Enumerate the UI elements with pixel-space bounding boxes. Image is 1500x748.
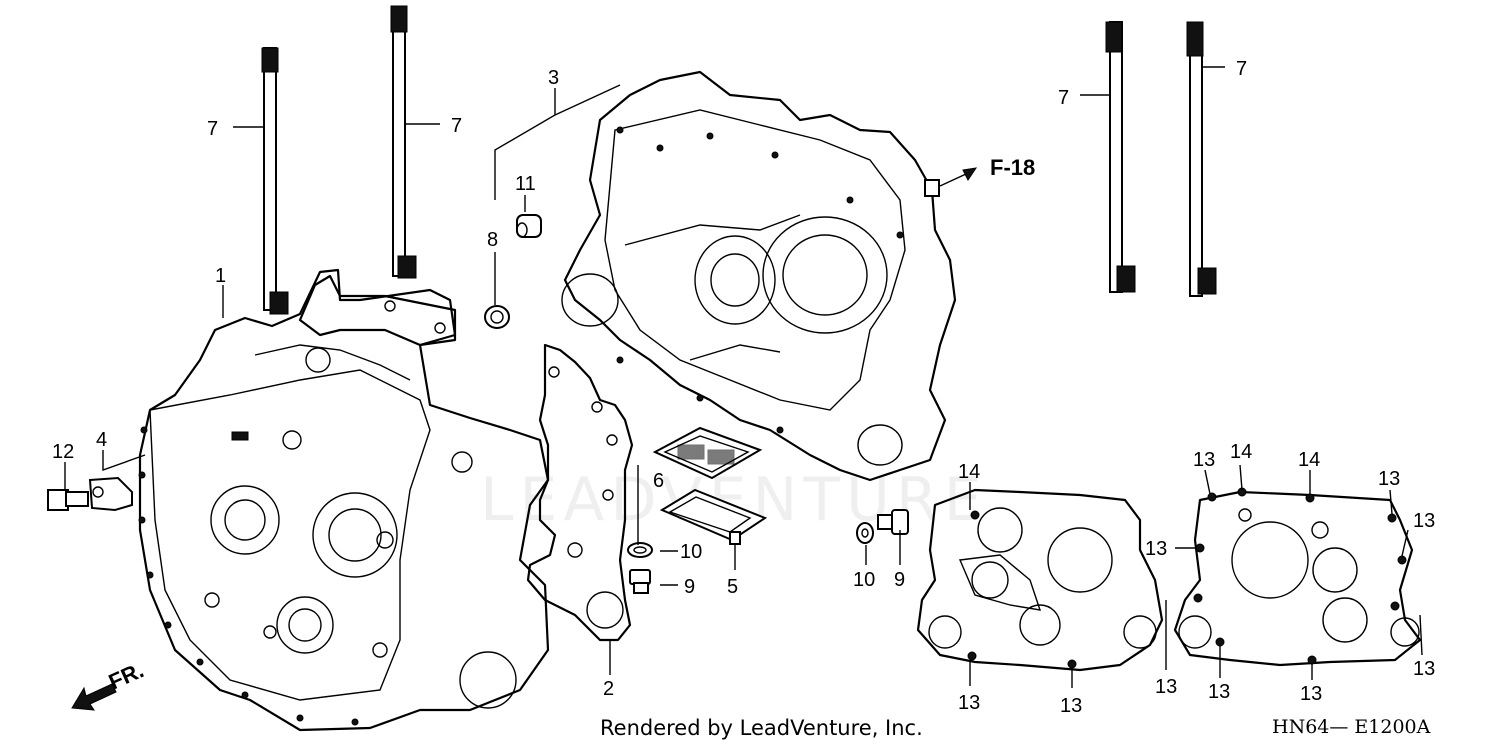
callout-13-a[interactable]: 13 (958, 692, 980, 714)
callout-13-c[interactable]: 13 (1155, 676, 1177, 698)
reference-arrow (939, 167, 978, 187)
drain-plug-left[interactable] (629, 569, 651, 594)
callout-7-b[interactable]: 7 (451, 115, 462, 137)
callout-8[interactable]: 8 (487, 229, 498, 251)
callout-7-d[interactable]: 7 (1236, 58, 1247, 80)
callout-13-h[interactable]: 13 (1413, 658, 1435, 680)
callout-10-a[interactable]: 10 (680, 541, 702, 563)
callout-1[interactable]: 1 (215, 265, 226, 287)
callout-9-b[interactable]: 9 (894, 569, 905, 591)
callout-7-c[interactable]: 7 (1058, 87, 1069, 109)
callout-14-c[interactable]: 14 (1298, 449, 1320, 471)
oil-seal[interactable] (484, 305, 510, 329)
drain-plug-right[interactable] (877, 509, 909, 535)
callout-13-i[interactable]: 13 (1208, 681, 1230, 703)
dowel-pin[interactable] (516, 214, 542, 238)
callout-13-f[interactable]: 13 (1378, 468, 1400, 490)
front-direction-arrow (71, 683, 117, 711)
callout-2[interactable]: 2 (603, 678, 614, 700)
sealing-washer-left[interactable] (627, 542, 653, 558)
diagram-code: HN64— E1200A (1272, 716, 1431, 738)
callout-5[interactable]: 5 (727, 576, 738, 598)
callout-10-b[interactable]: 10 (853, 569, 875, 591)
stud-bolt-right-1[interactable] (1105, 21, 1136, 293)
top-gasket-plate[interactable] (298, 274, 457, 347)
callout-6[interactable]: 6 (653, 470, 664, 492)
oil-strainer-screen[interactable] (652, 426, 763, 480)
crankcase-gasket[interactable] (526, 343, 634, 642)
stud-bolt-right-2[interactable] (1186, 21, 1217, 297)
reference-label-f18[interactable]: F-18 (990, 155, 1035, 180)
gasket-outline-right[interactable] (1173, 487, 1422, 667)
callout-9-a[interactable]: 9 (684, 576, 695, 598)
render-credit: Rendered by LeadVenture, Inc. (600, 716, 923, 740)
callout-4[interactable]: 4 (96, 429, 107, 451)
callout-13-b[interactable]: 13 (1060, 695, 1082, 717)
callout-14-a[interactable]: 14 (958, 461, 980, 483)
callout-11[interactable]: 11 (515, 173, 536, 195)
callout-14-b[interactable]: 14 (1230, 441, 1252, 463)
oil-strainer[interactable] (659, 488, 768, 545)
callout-7-a[interactable]: 7 (207, 118, 218, 140)
sealing-washer-right[interactable] (856, 522, 874, 544)
cover-plate[interactable] (88, 476, 133, 512)
gasket-outline-left[interactable] (916, 488, 1164, 672)
stud-bolt-left-2[interactable] (390, 5, 417, 279)
callout-12[interactable]: 12 (52, 441, 74, 463)
callout-13-j[interactable]: 13 (1300, 683, 1322, 705)
callout-3[interactable]: 3 (548, 67, 559, 89)
callout-13-e[interactable]: 13 (1193, 449, 1215, 471)
callout-13-d[interactable]: 13 (1145, 538, 1167, 560)
leader-lines (64, 66, 1423, 688)
callout-13-g[interactable]: 13 (1413, 510, 1435, 532)
stud-bolt-left-1[interactable] (261, 47, 289, 315)
flange-bolt[interactable] (47, 489, 89, 511)
right-crankcase[interactable] (561, 70, 957, 482)
